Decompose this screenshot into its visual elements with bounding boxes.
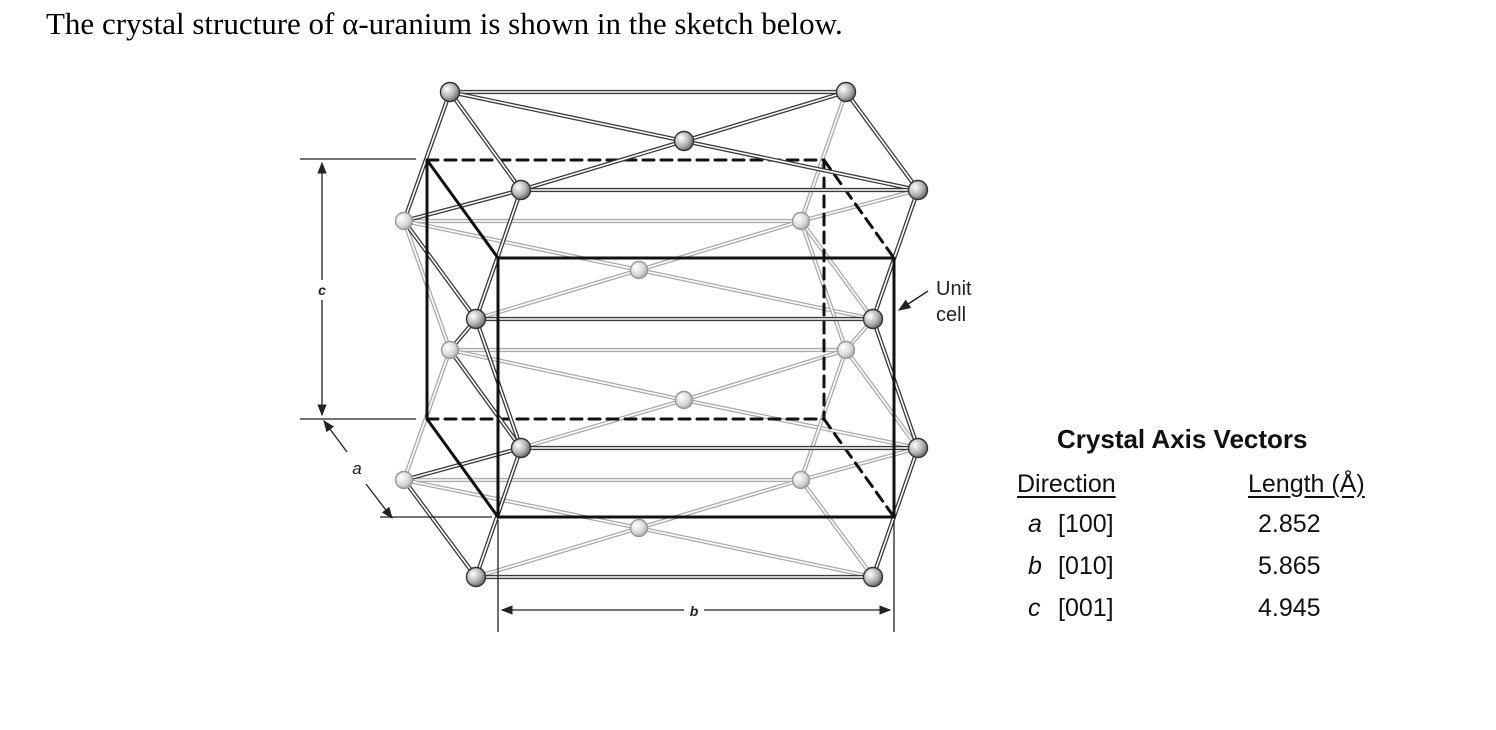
bond-back-core: [800, 189, 919, 222]
bond-front-core: [520, 140, 685, 191]
unit-cell-label-line1: Unit: [936, 278, 972, 300]
bond-back-core: [800, 220, 874, 320]
alpha-symbol: α: [342, 6, 359, 41]
uranium-atom: [907, 437, 929, 459]
row-c-index: [001]: [1058, 594, 1114, 622]
uranium-atom: [835, 81, 857, 103]
uranium-atom: [629, 260, 649, 280]
c-dimension: [300, 158, 416, 420]
bond-front-core: [845, 91, 919, 191]
row-c-length: 4.945: [1258, 594, 1321, 622]
bond-back-core: [403, 220, 640, 271]
bond-front-core: [683, 140, 919, 191]
front-bonds: [401, 89, 921, 580]
bond-back-core: [520, 399, 685, 449]
uranium-atom: [394, 470, 414, 490]
intro-text: The crystal structure of α-uranium is sh…: [46, 6, 843, 42]
bond-front-core: [403, 447, 522, 481]
table-title: Crystal Axis Vectors: [1057, 424, 1308, 454]
header-direction: Direction: [1017, 470, 1116, 498]
bond-back-core: [449, 349, 685, 401]
uranium-atom: [907, 179, 929, 201]
bond-back-core: [638, 527, 874, 578]
bond-back-core: [638, 269, 874, 320]
bond-front-core: [403, 220, 477, 320]
row-a-axis: a: [1028, 510, 1042, 538]
uranium-atom: [439, 81, 461, 103]
header-length: Length (Å): [1248, 470, 1365, 498]
uranium-atom: [394, 211, 414, 231]
uranium-atom: [510, 179, 532, 201]
b-dimension: [497, 520, 895, 632]
bond-front-core: [475, 189, 522, 320]
b-axis-label: b: [690, 603, 699, 619]
uranium-atom: [862, 566, 884, 588]
bond-back-core: [403, 479, 640, 529]
uranium-atom: [674, 390, 694, 410]
bond-back-core: [475, 269, 640, 320]
bond-back-core: [475, 527, 640, 578]
a-axis-label: a: [352, 459, 361, 478]
bond-front-core: [872, 189, 919, 320]
unit-cell-edge-hidden: [822, 158, 896, 260]
uranium-atom: [791, 470, 811, 490]
bond-back-core: [638, 220, 802, 271]
a-dimension: [323, 420, 492, 519]
unit-cell-edge: [425, 417, 500, 519]
row-a-length: 2.852: [1258, 510, 1321, 538]
uranium-atom: [465, 566, 487, 588]
row-c-axis: c: [1028, 594, 1041, 622]
unit-cell-edge: [425, 158, 500, 260]
intro-prefix: The crystal structure of: [46, 6, 343, 41]
uranium-atom: [862, 308, 884, 330]
bond-back-core: [638, 479, 802, 529]
row-b-index: [010]: [1058, 552, 1114, 580]
bond-back-core: [845, 349, 919, 449]
bond-back-core: [800, 479, 874, 578]
atoms: [394, 81, 929, 588]
uranium-atom: [629, 518, 649, 538]
uranium-atom: [440, 340, 460, 360]
bond-back-core: [683, 349, 847, 401]
c-axis-label: c: [318, 282, 326, 298]
bond-front-core: [403, 189, 522, 222]
bond-back-core: [800, 447, 919, 481]
uranium-atom: [465, 308, 487, 330]
unit-cell-pointer: [897, 290, 929, 311]
uranium-atom: [510, 437, 532, 459]
uranium-atom: [673, 130, 695, 152]
bond-front-core: [403, 91, 451, 222]
unit-cell-visible-edges: [425, 158, 896, 519]
row-a-index: [100]: [1058, 510, 1114, 538]
bond-back-core: [800, 91, 847, 222]
uranium-atom: [836, 340, 856, 360]
intro-suffix: -uranium is shown in the sketch below.: [358, 6, 843, 41]
bond-back-core: [683, 399, 919, 449]
uranium-atom: [791, 211, 811, 231]
bond-front-core: [449, 349, 522, 449]
unit-cell-label-line2: cell: [936, 304, 966, 326]
bond-front-core: [449, 91, 685, 142]
unit-cell-edge-hidden: [822, 417, 896, 519]
row-b-axis: b: [1028, 552, 1042, 580]
row-b-length: 5.865: [1258, 552, 1321, 580]
bond-front-core: [683, 91, 847, 142]
bond-front-core: [403, 479, 477, 578]
bond-front-core: [449, 91, 522, 191]
